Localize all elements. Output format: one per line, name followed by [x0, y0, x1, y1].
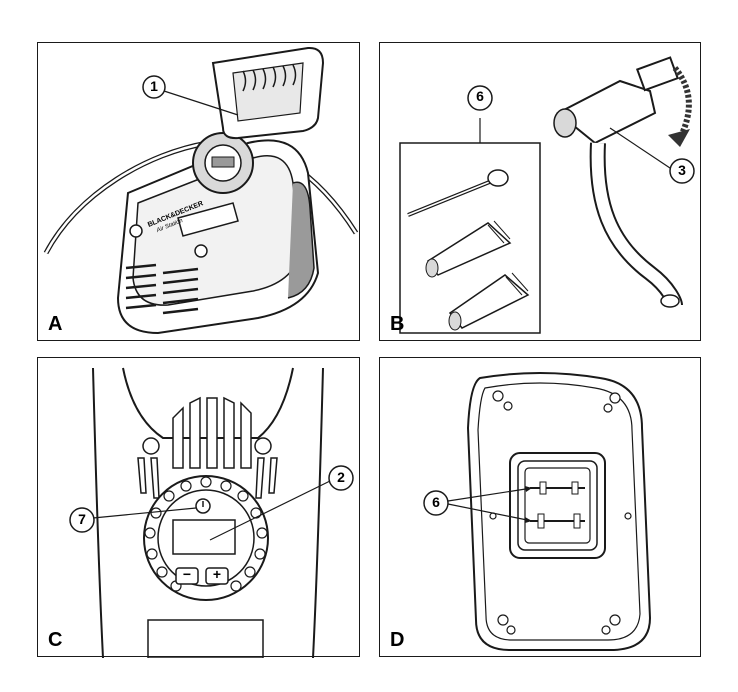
plus-button-label: +: [212, 566, 222, 582]
callout-6-top: 6: [476, 88, 484, 104]
panel-a-illustration: [43, 46, 359, 335]
callout-2: 2: [337, 469, 345, 485]
panel-c-illustration: [69, 367, 354, 658]
panel-b: 6 3 B: [379, 42, 701, 341]
panel-b-illustration: [399, 56, 695, 334]
callout-3: 3: [678, 162, 686, 178]
panel-label-a: A: [48, 313, 63, 335]
callout-6-bottom: 6: [432, 494, 440, 510]
panel-label-c: C: [48, 629, 63, 651]
callout-1: 1: [150, 78, 158, 94]
panel-c: 2 7 − + C: [37, 357, 360, 658]
panel-label-b: B: [390, 313, 405, 335]
panel-label-d: D: [390, 629, 405, 651]
panel-d-illustration: [423, 372, 652, 651]
panel-a: 1 BLACK&DECKER Air Station A: [37, 42, 360, 341]
minus-button-label: −: [182, 566, 192, 582]
callout-circle-1: [142, 75, 166, 99]
callout-7: 7: [78, 511, 86, 527]
panel-d: 6 D: [379, 357, 701, 657]
